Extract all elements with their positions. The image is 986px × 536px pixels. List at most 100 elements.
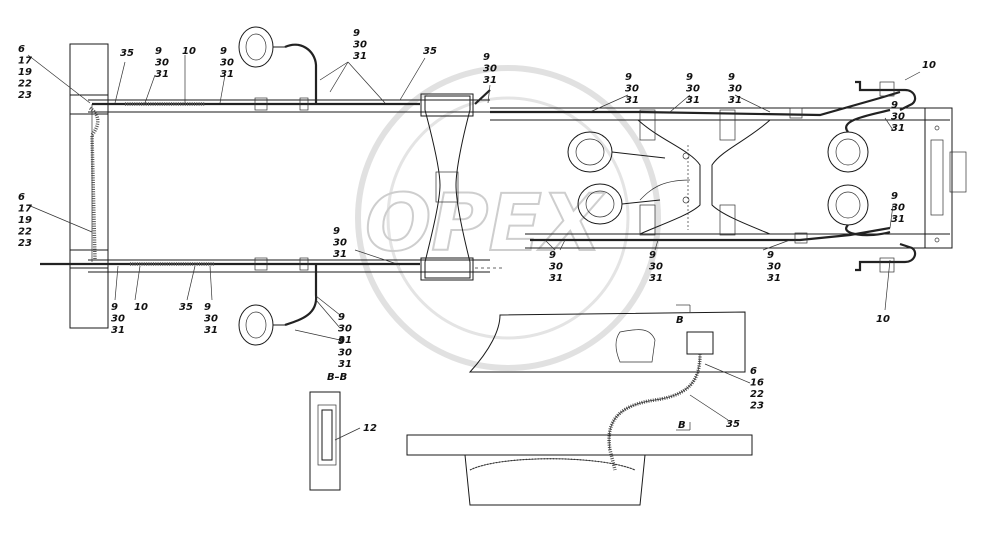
brake-chamber-rear-2 [577,183,661,225]
callout-bot-9-b-line-1: 30 [204,314,218,325]
callout-detail-b-group-line-2: 22 [750,389,764,400]
view-marker-bottom: В [678,420,686,431]
callout-top-10-a-line-0: 10 [182,46,196,57]
callout-section-12-line-0: 12 [363,423,377,434]
callout-left-mid-group-line-3: 22 [18,227,32,238]
brake-chamber-front-bottom [238,304,285,346]
rear-coupling-bottom [855,242,917,273]
callout-left-top-group-line-4: 23 [18,90,32,101]
hose-front-bottom [284,264,318,327]
callout-right-9-a-line-0: 9 [891,100,898,111]
watermark: OPEX [355,65,661,371]
callout-right-9-b-line-0: 9 [891,191,898,202]
callout-mid-9-i-line-2: 31 [549,273,563,284]
callout-bot-9-c-line-0: 9 [338,312,345,323]
callout-bot-9-d-line-0: 9 [338,336,345,347]
fittings [254,97,808,271]
brake-chamber-rear-1 [567,131,666,173]
body-panel [468,311,746,373]
callout-top-9-a-line-0: 9 [155,46,162,57]
callout-top-9-g-line-0: 9 [728,72,735,83]
junction-box [686,331,714,355]
callout-mid-9-k-line-2: 31 [767,273,781,284]
callout-right-9-a-line-1: 30 [891,112,905,123]
callout-mid-9-j-line-2: 31 [649,273,663,284]
callout-top-9-a-line-2: 31 [155,69,169,80]
callout-detail-b-group-line-3: 23 [750,401,764,412]
callout-left-top-group-line-1: 17 [18,56,32,67]
callout-top-9-f-line-0: 9 [686,72,693,83]
callout-left-top-group-line-0: 6 [18,44,25,55]
callout-top-9-a-line-1: 30 [155,58,169,69]
callout-top-9-c-line-2: 31 [353,51,367,62]
callout-top-9-e-line-0: 9 [625,72,632,83]
front-bumper [69,43,109,329]
detail-view-b [406,304,753,506]
callout-right-9-b-line-1: 30 [891,203,905,214]
callout-top-9-b-line-0: 9 [220,46,227,57]
callout-left-mid-group-line-2: 19 [18,215,32,226]
callout-detail-b-group-line-1: 16 [750,378,764,389]
leader-lines [27,54,921,441]
callout-bot-9-b-line-2: 31 [204,325,218,336]
callout-bot-9-a-line-0: 9 [111,302,118,313]
callout-mid-9-j-line-1: 30 [649,262,663,273]
callout-top-9-g-line-1: 30 [728,84,742,95]
callout-left-mid-group-line-4: 23 [18,238,32,249]
section-b-b [309,391,341,491]
callout-right-10-bottom-line-0: 10 [876,314,890,325]
callout-right-9-b-line-2: 31 [891,214,905,225]
callout-detail-b-group-line-0: 6 [750,366,757,377]
callout-left-mid-group-line-1: 17 [18,204,32,215]
brake-chamber-rear-4 [827,184,869,226]
callout-top-9-f-line-1: 30 [686,84,700,95]
callout-detail-b-35-line-0: 35 [726,419,740,430]
tow-hitch [949,151,967,193]
callout-top-9-d-line-0: 9 [483,52,490,63]
callout-top-9-d-line-2: 31 [483,75,497,86]
detail-frame-beam [406,434,753,456]
callout-top-9-c-line-0: 9 [353,28,360,39]
callout-mid-9-k-line-1: 30 [767,262,781,273]
front-axle-beam [424,95,471,279]
rear-crossmember [924,107,953,249]
callout-top-9-e-line-1: 30 [625,84,639,95]
callout-top-9-g-line-2: 31 [728,95,742,106]
front-hose-vertical [88,106,100,261]
callout-top-9-c-line-1: 30 [353,40,367,51]
callout-bot-9-a-line-1: 30 [111,314,125,325]
callout-bot-35-line-0: 35 [179,302,193,313]
section-title: В–В [327,372,347,383]
callout-left-top-group-line-2: 19 [18,67,32,78]
callout-top-9-b-line-1: 30 [220,58,234,69]
callout-mid-9-h-line-1: 30 [333,238,347,249]
callout-bot-9-a-line-2: 31 [111,325,125,336]
callout-right-10-top-line-0: 10 [922,60,936,71]
callout-top-35-b-line-0: 35 [423,46,437,57]
callout-bot-9-d-line-1: 30 [338,348,352,359]
callout-mid-9-i-line-0: 9 [549,250,556,261]
chassis-frame [69,43,967,329]
lower-line-rear [530,226,891,242]
rear-bogie-frame [637,119,701,235]
callout-top-9-b-line-2: 31 [220,69,234,80]
brake-chambers [238,26,869,346]
callout-top-9-f-line-2: 31 [686,95,700,106]
callout-top-9-e-line-2: 31 [625,95,639,106]
callout-right-9-a-line-2: 31 [891,123,905,134]
callout-mid-9-h-line-2: 31 [333,249,347,260]
callout-bot-9-b-line-0: 9 [204,302,211,313]
callout-bot-9-c-line-2: 31 [338,335,352,346]
callout-mid-9-k-line-0: 9 [767,250,774,261]
detail-hose [607,353,702,471]
brake-chamber-rear-3 [827,131,869,173]
hose-front-top [284,43,318,104]
callout-mid-9-i-line-1: 30 [549,262,563,273]
callout-top-35-a-line-0: 35 [120,48,134,59]
callout-left-top-group-line-3: 22 [18,79,32,90]
watermark-text: OPEX [365,179,606,269]
view-marker-top: В [676,315,684,326]
rear-coupling-top [855,80,917,111]
callout-left-mid-group-line-0: 6 [18,192,25,203]
